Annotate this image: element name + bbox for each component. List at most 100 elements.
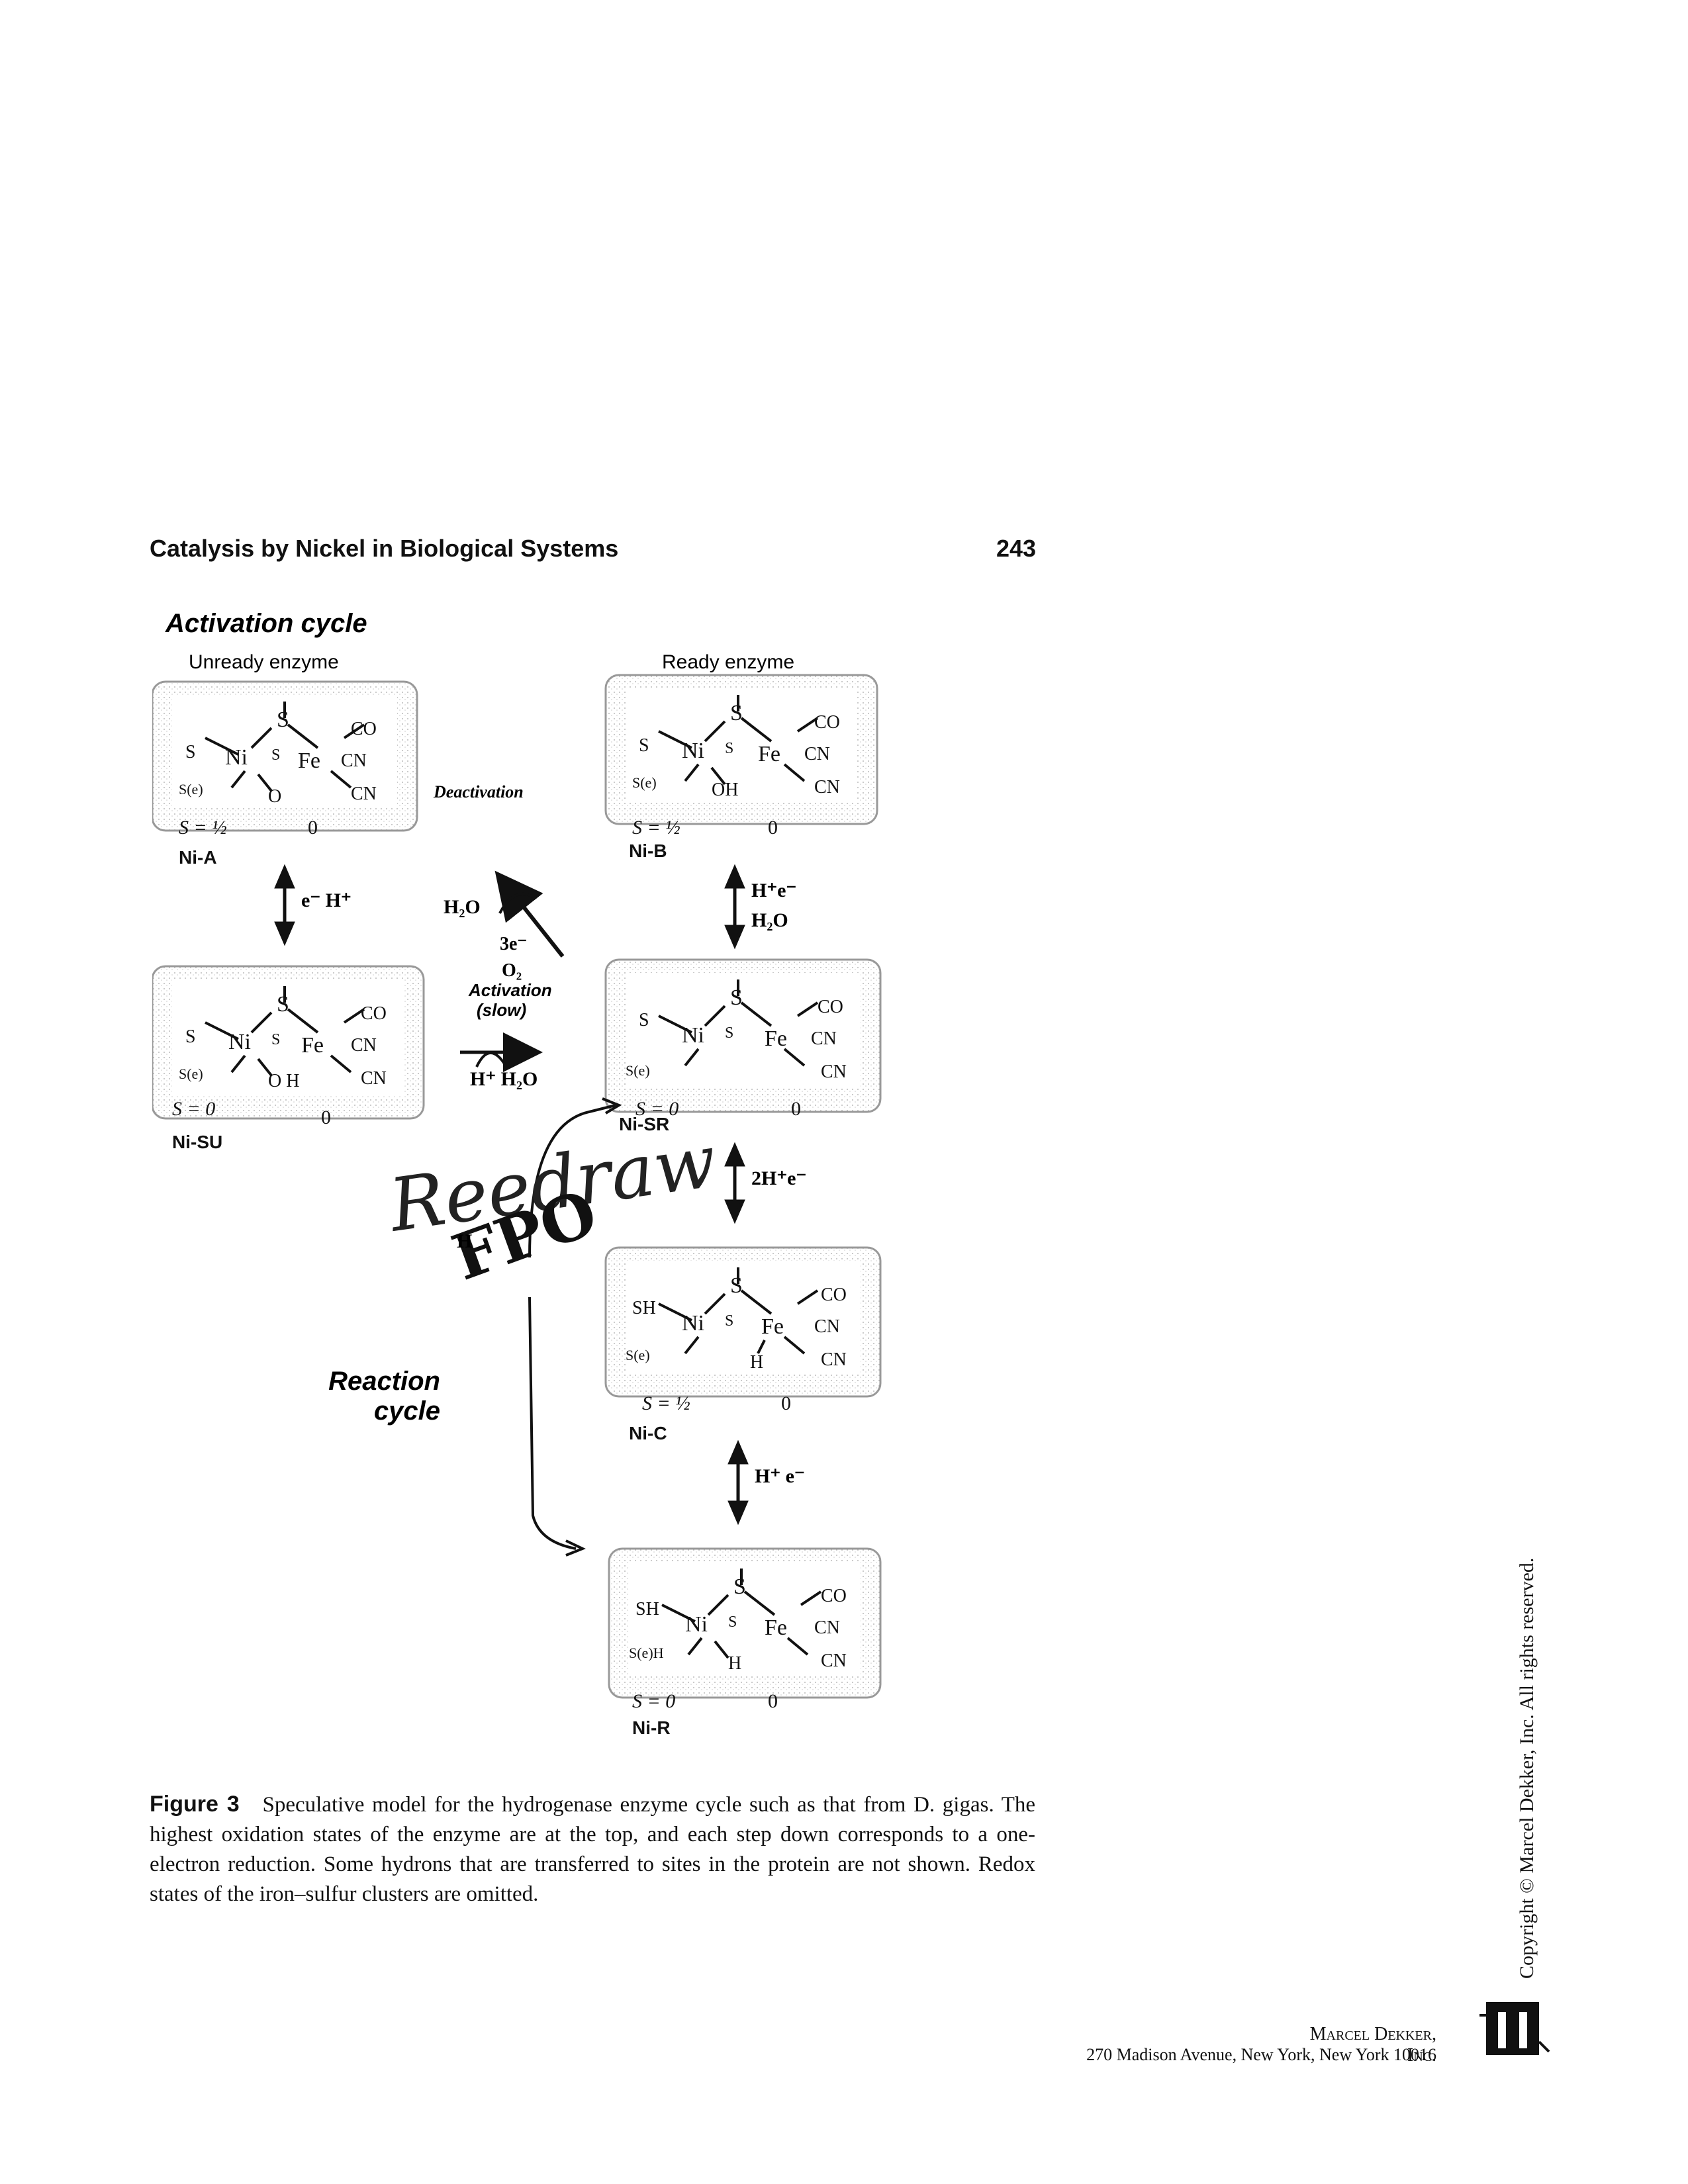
svg-text:S: S <box>728 1614 737 1631</box>
svg-text:CO: CO <box>821 1285 847 1305</box>
hydrogenase-cycle-diagram: Activation cycle Unready enzyme Ready en… <box>151 609 882 1738</box>
figure-3: Activation cycle Unready enzyme Ready en… <box>151 596 914 1774</box>
label-h-e-c: H⁺ e⁻ <box>755 1465 805 1487</box>
svg-text:CO: CO <box>818 997 843 1017</box>
svg-text:CO: CO <box>821 1586 847 1606</box>
bridge-ni-b: OH <box>712 780 738 800</box>
activation-cycle-title: Activation cycle <box>165 609 367 638</box>
svg-text:S: S <box>639 735 649 756</box>
svg-text:CN: CN <box>821 1349 847 1370</box>
svg-text:S(e)H: S(e)H <box>629 1645 664 1661</box>
arrow-ni-c-ni-r <box>727 1439 749 1525</box>
svg-text:CN: CN <box>814 777 840 797</box>
label-e-h: e⁻ H⁺ <box>301 889 352 911</box>
caption-text: Speculative model for the hydrogenase en… <box>150 1793 1036 1906</box>
structure-ni-sr: S Ni Fe S CO CN CN S S(e) S = 0 0 <box>626 979 847 1120</box>
svg-text:CN: CN <box>814 1617 840 1638</box>
svg-text:S: S <box>725 1024 733 1042</box>
svg-text:S: S <box>271 747 280 764</box>
svg-text:S(e): S(e) <box>626 1347 650 1363</box>
arrow-ni-b-ni-sr <box>724 864 745 950</box>
fe-spin-ni-c: 0 <box>781 1392 791 1414</box>
svg-text:S: S <box>730 701 743 725</box>
svg-text:CN: CN <box>821 1651 847 1671</box>
reaction-cycle-arrow <box>528 1097 622 1557</box>
svg-text:Ni: Ni <box>228 1030 251 1054</box>
svg-text:CN: CN <box>341 751 367 771</box>
deactivation-label: Deactivation <box>433 782 524 801</box>
svg-text:CN: CN <box>361 1068 387 1089</box>
svg-text:S: S <box>639 1010 649 1030</box>
svg-text:Fe: Fe <box>765 1615 787 1640</box>
spin-ni-su: S = 0 <box>172 1098 215 1120</box>
svg-text:CN: CN <box>814 1316 840 1337</box>
unready-enzyme-label: Unready enzyme <box>189 651 339 673</box>
spin-ni-b: S = ½ <box>632 817 680 839</box>
spin-ni-sr: S = 0 <box>635 1098 679 1120</box>
label-3e: 3e⁻ <box>500 934 527 954</box>
figure-caption: Figure 3 Speculative model for the hydro… <box>150 1790 1035 1909</box>
svg-text:Fe: Fe <box>761 1314 784 1339</box>
activation-arrow <box>460 1032 543 1072</box>
bridge-ni-su: O H <box>268 1071 299 1091</box>
svg-text:Ni: Ni <box>685 1612 708 1637</box>
label-h-e-b: H⁺e⁻ <box>751 880 796 901</box>
fe-spin-ni-sr: 0 <box>791 1098 801 1120</box>
bridge-ni-a: O <box>268 786 281 807</box>
activation-slow-label: (slow) <box>477 1000 526 1020</box>
svg-text:Ni: Ni <box>682 1311 704 1336</box>
svg-text:Ni: Ni <box>682 739 704 763</box>
fe-spin-ni-b: 0 <box>768 817 778 839</box>
state-box-ni-c <box>604 1246 882 1398</box>
publisher-name: Marcel Dekker, Inc. <box>1309 2024 1436 2066</box>
svg-text:S: S <box>277 707 289 732</box>
svg-text:S: S <box>730 1273 743 1298</box>
arrow-ni-a-ni-su <box>274 864 295 946</box>
state-name-ni-r: Ni-R <box>632 1717 671 1738</box>
svg-text:CO: CO <box>361 1003 387 1024</box>
state-box-ni-b <box>604 674 878 825</box>
state-name-ni-c: Ni-C <box>629 1423 667 1443</box>
state-box-ni-su <box>151 965 425 1120</box>
running-header-title: Catalysis by Nickel in Biological System… <box>150 535 619 562</box>
structure-ni-b: S Ni Fe S CO CN CN S S(e) OH S = ½ 0 <box>632 695 840 839</box>
svg-text:CN: CN <box>821 1062 847 1082</box>
spin-ni-a: S = ½ <box>179 817 227 839</box>
bridge-ni-c: H <box>750 1352 763 1373</box>
copyright-notice: Copyright © Marcel Dekker, Inc. All righ… <box>1516 1557 1538 1979</box>
activation-label: Activation <box>468 980 552 1000</box>
stamp-h: H <box>457 1230 472 1252</box>
label-h2o: H₂O <box>444 896 481 918</box>
label-h-h2o: H⁺ H₂O <box>470 1068 538 1090</box>
svg-text:CN: CN <box>351 1035 377 1056</box>
structure-ni-su: S Ni Fe S CO CN CN S S(e) O H S = 0 0 <box>172 986 387 1128</box>
svg-text:CN: CN <box>811 1028 837 1049</box>
fe-spin-ni-a: 0 <box>308 817 318 839</box>
svg-text:S: S <box>733 1574 746 1599</box>
svg-text:S(e): S(e) <box>626 1062 650 1079</box>
page-number: 243 <box>996 535 1037 562</box>
svg-text:S(e): S(e) <box>179 781 203 797</box>
figure-label: Figure 3 <box>150 1792 240 1817</box>
publisher-address: 270 Madison Avenue, New York, New York 1… <box>1086 2045 1436 2064</box>
state-name-ni-su: Ni-SU <box>172 1132 222 1152</box>
svg-text:S: S <box>277 992 289 1017</box>
svg-text:Fe: Fe <box>758 742 780 766</box>
arrow-ni-sr-ni-c <box>724 1142 745 1224</box>
svg-text:Fe: Fe <box>765 1026 787 1051</box>
deactivation-arrow <box>494 870 565 958</box>
state-name-ni-b: Ni-B <box>629 841 667 861</box>
state-name-ni-a: Ni-A <box>179 847 217 868</box>
structure-ni-c: S Ni Fe S CO CN CN SH S(e) H S = ½ 0 <box>626 1267 847 1414</box>
state-box-ni-r <box>608 1547 882 1699</box>
svg-text:S: S <box>271 1031 280 1048</box>
svg-text:S(e): S(e) <box>632 774 657 791</box>
svg-text:S: S <box>725 1312 733 1330</box>
label-o2: O₂ <box>502 960 522 981</box>
fe-spin-ni-su: 0 <box>321 1107 331 1128</box>
svg-text:S: S <box>185 742 196 762</box>
svg-text:Fe: Fe <box>301 1033 324 1058</box>
svg-text:S: S <box>185 1026 196 1047</box>
spin-ni-c: S = ½ <box>642 1392 690 1414</box>
spin-ni-r: S = 0 <box>632 1690 675 1712</box>
